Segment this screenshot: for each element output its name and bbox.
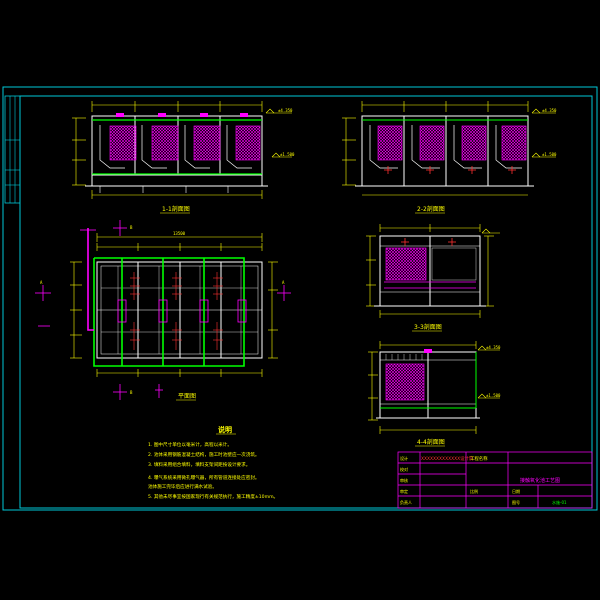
- date-label: 日期: [512, 488, 520, 494]
- title-block: XXXXXXXXXXXXX设计院 工程名称 接触氧化池工艺图 设计 校对 审核 …: [397, 451, 593, 509]
- plan-caption: 平面图: [178, 393, 196, 400]
- section-mark: B: [130, 225, 133, 230]
- notes-title: 说明: [218, 425, 232, 434]
- section-mark: B: [130, 390, 133, 395]
- drawing-frame: [2, 86, 598, 511]
- side-section-caption: 2-2剖面图: [417, 205, 445, 213]
- front-section-caption: 1-1剖面图: [162, 205, 190, 213]
- section-3-view: 3-3剖面图: [366, 224, 500, 332]
- scale-label: 比例: [470, 488, 478, 494]
- row-label: 审核: [400, 477, 408, 483]
- section-4-caption: 4-4剖面图: [417, 438, 445, 446]
- project-label: 工程名称: [470, 455, 488, 462]
- sheet-label: 图号: [512, 499, 520, 505]
- elevation-label: ±4.350: [486, 345, 501, 350]
- section-mark: A: [40, 280, 43, 285]
- front-section-view: ±4.350 ±1.500 1-1剖面图: [72, 101, 295, 214]
- drawing-title: 接触氧化池工艺图: [520, 477, 560, 484]
- overall-dimension: 13500: [173, 231, 186, 236]
- section-4-view: ±4.350 ±1.500 4-4剖面图: [368, 341, 501, 447]
- side-section-view: ±4.350 ±1.500 2-2剖面图: [342, 101, 557, 214]
- row-label: 设计: [400, 455, 408, 461]
- elevation-label: ±1.500: [486, 393, 501, 398]
- note-line: 2. 池体采用钢筋混凝土结构，施工时池壁应一次浇筑。: [148, 451, 260, 458]
- elevation-label: ±4.350: [542, 108, 557, 113]
- section-mark: A: [282, 280, 285, 285]
- section-3-caption: 3-3剖面图: [414, 323, 442, 331]
- elevation-label: ±1.500: [280, 152, 295, 157]
- elevation-label: ±4.350: [278, 108, 293, 113]
- note-line: 5. 其他未尽事宜按国家现行有关规范执行，施工精度±10mm。: [148, 493, 278, 500]
- plan-view: 13500: [35, 220, 291, 401]
- row-label: 校对: [400, 466, 408, 472]
- notes-block: 说明 1. 图中尺寸单位以毫米计，高程以米计。 2. 池体采用钢筋混凝土结构，施…: [148, 425, 278, 500]
- row-label: 负责人: [400, 499, 412, 505]
- elevation-label: ±1.500: [542, 152, 557, 157]
- drawing-number: 水施-01: [552, 499, 567, 505]
- note-line: 3. 填料采用组合填料，填料支架间距按设计要求。: [148, 461, 250, 468]
- note-line: 4. 曝气系统采用微孔曝气器，所有管道连接处应密封。: [148, 474, 260, 481]
- note-line: 1. 图中尺寸单位以毫米计，高程以米计。: [148, 441, 232, 448]
- note-line: 池体施工完毕后应进行满水试验。: [148, 483, 217, 490]
- row-label: 审定: [400, 488, 408, 494]
- company-name: XXXXXXXXXXXXX设计院: [421, 455, 474, 462]
